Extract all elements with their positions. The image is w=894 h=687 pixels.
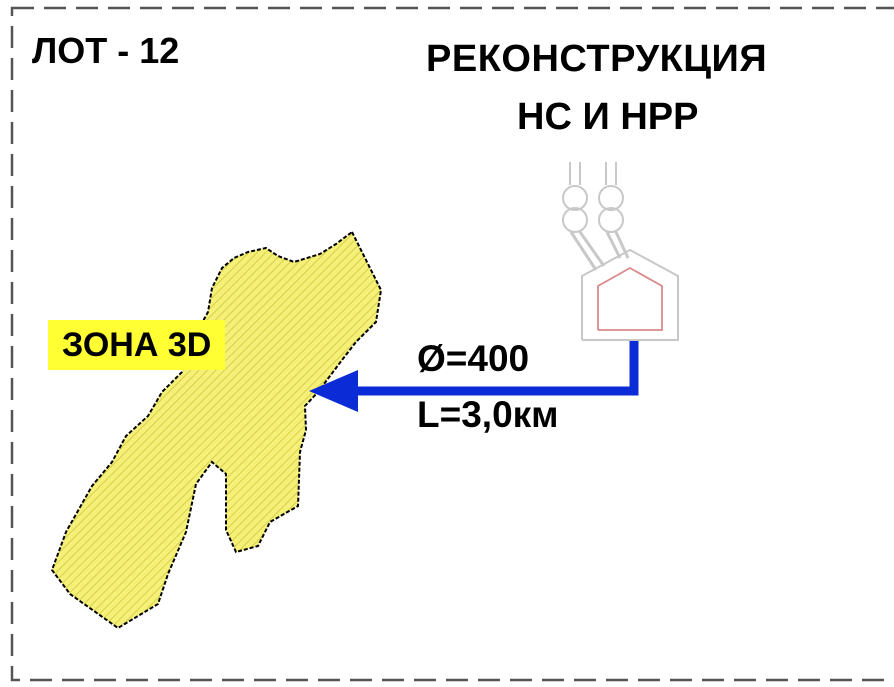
zone-3d-area <box>50 230 383 630</box>
zone-label: ЗОНА 3D <box>48 320 226 370</box>
lot-label: ЛОТ - 12 <box>32 30 180 71</box>
pipe-diameter-label: Ø=400 <box>417 338 530 379</box>
pipeline-arrowhead <box>309 370 358 412</box>
pipe-length-label: L=3,0км <box>417 394 559 435</box>
pump-station-icon <box>562 162 679 341</box>
dashed-frame <box>10 6 894 682</box>
pipeline-line <box>350 340 639 396</box>
title-line-2: НС И НРР <box>517 96 699 138</box>
title-line-1: РЕКОНСТРУКЦИЯ <box>426 38 768 80</box>
